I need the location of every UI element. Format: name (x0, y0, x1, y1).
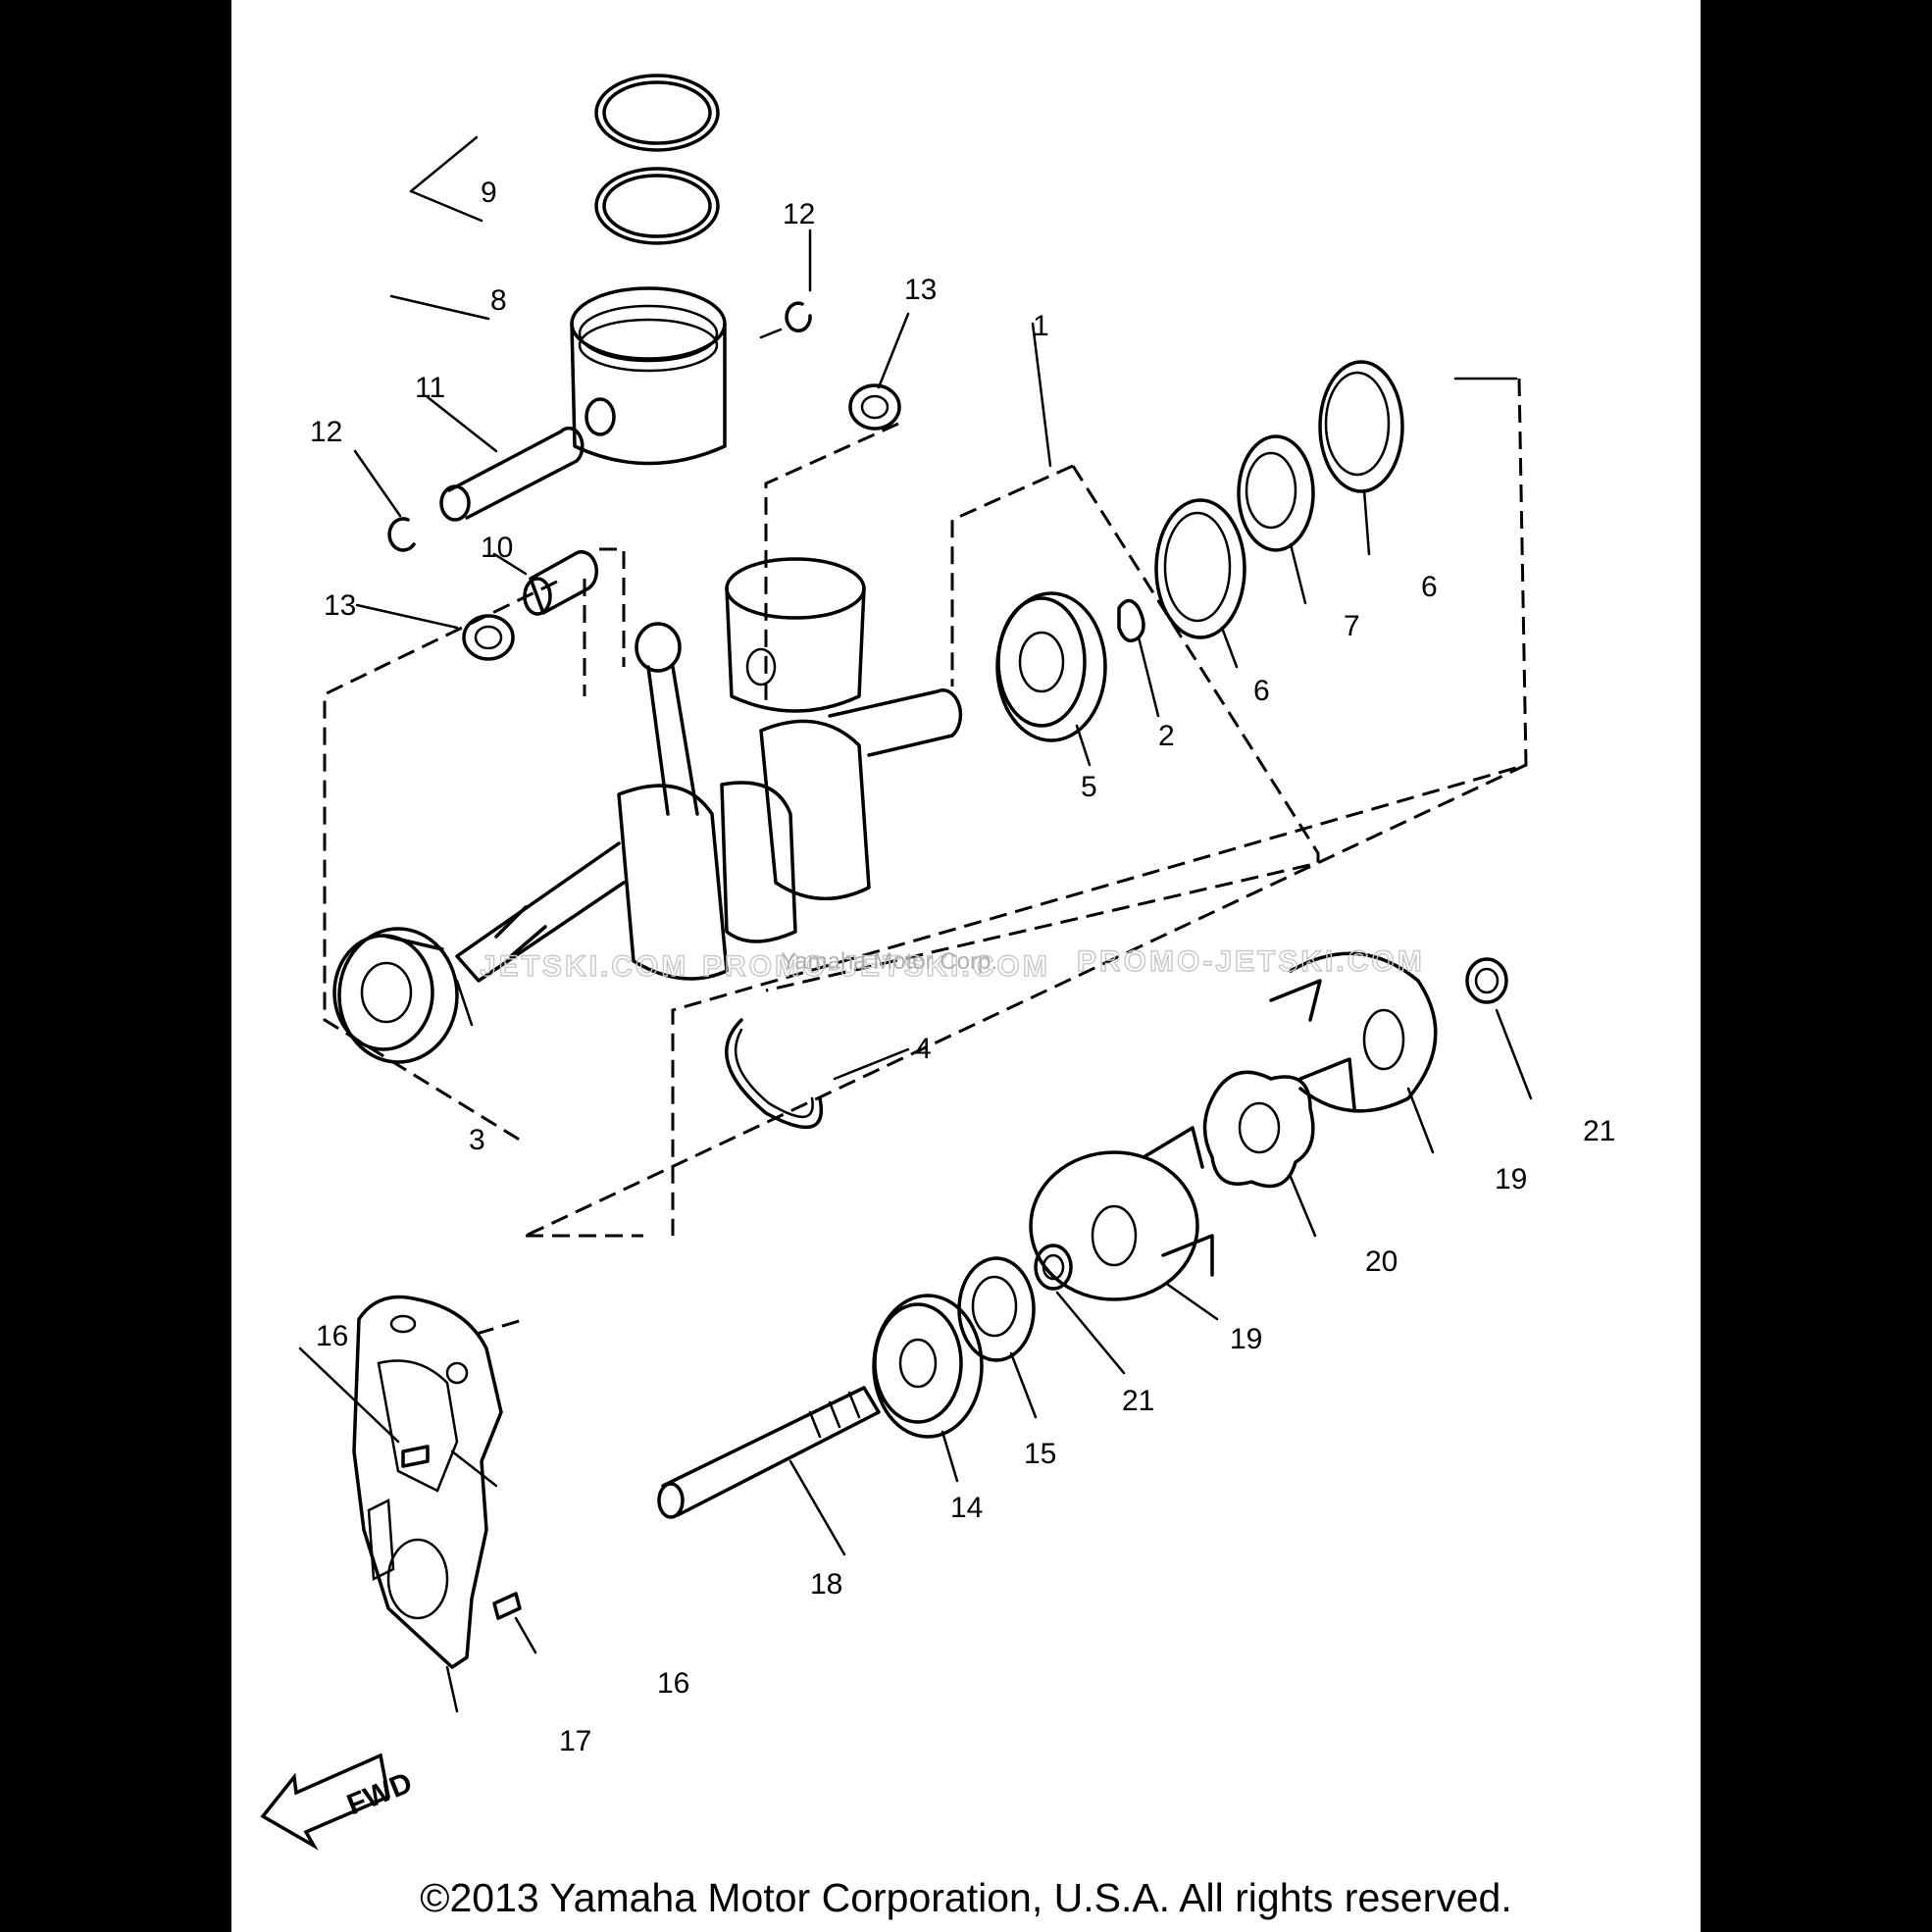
watermark-credit: Yamaha Motor Corp. (781, 948, 997, 975)
callout-12a: 12 (783, 198, 815, 230)
oil-seal-top (848, 312, 910, 431)
callout-10: 10 (481, 532, 513, 564)
callout-14: 14 (950, 1492, 983, 1524)
watermark-left: JETSKI.COM (480, 950, 688, 983)
callout-16a: 16 (316, 1320, 348, 1352)
piston-rings (409, 74, 720, 245)
watermark-middle: PROMO-JETSKI.COM (702, 950, 1050, 983)
callout-2: 2 (1158, 720, 1175, 752)
callout-6a: 6 (1253, 675, 1270, 707)
callout-labels: 1 2 3 4 5 6 6 7 8 9 10 11 12 12 13 13 14… (310, 177, 1615, 1757)
piston-pin (426, 395, 585, 522)
copyright-notice: ©2013 Yamaha Motor Corporation, U.S.A. A… (420, 1875, 1512, 1920)
callout-3: 3 (469, 1124, 485, 1156)
callout-16b: 16 (657, 1667, 689, 1700)
callout-1: 1 (1033, 310, 1049, 342)
callout-12b: 12 (310, 416, 342, 448)
piston (389, 286, 727, 466)
callout-19b: 19 (1495, 1163, 1527, 1195)
callout-21a: 21 (1122, 1385, 1154, 1417)
callout-8: 8 (490, 284, 507, 317)
watermark-right: PROMO-JETSKI.COM (1077, 945, 1425, 978)
exploded-parts-diagram: FWD 1 2 3 4 5 6 6 7 8 9 10 11 12 12 13 1… (260, 74, 1615, 1851)
callout-6b: 6 (1421, 571, 1438, 603)
parts-diagram-sheet: FWD 1 2 3 4 5 6 6 7 8 9 10 11 12 12 13 1… (231, 0, 1701, 1932)
callout-17: 17 (559, 1725, 591, 1757)
callout-15: 15 (1024, 1438, 1056, 1470)
circlip-right (759, 229, 812, 339)
gasket-and-dowels (298, 1295, 537, 1713)
callout-13a: 13 (904, 274, 937, 306)
woodruff-key (1117, 598, 1160, 718)
callout-20: 20 (1365, 1246, 1398, 1278)
callout-13b: 13 (324, 589, 356, 622)
callout-21b: 21 (1583, 1115, 1615, 1147)
callout-5: 5 (1081, 771, 1097, 803)
drive-shaft-parts (657, 1256, 1038, 1556)
forward-direction-arrow: FWD (260, 1753, 417, 1851)
crankshaft-assembly (332, 557, 963, 1064)
callout-18: 18 (810, 1568, 842, 1601)
coupling-parts (1029, 951, 1533, 1375)
callout-11: 11 (415, 372, 445, 404)
retaining-ring (725, 1018, 910, 1130)
circlip-left (353, 449, 416, 552)
watermark: JETSKI.COM PROMO-JETSKI.COM PROMO-JETSKI… (479, 944, 1425, 983)
callout-7: 7 (1344, 610, 1360, 642)
main-bearing (995, 591, 1107, 767)
callout-19a: 19 (1230, 1323, 1262, 1355)
crank-seal-outer (1318, 360, 1404, 556)
end-bearing (1237, 434, 1315, 605)
oil-seal-left (355, 603, 515, 661)
crank-seal-inner (1154, 498, 1246, 669)
callout-4: 4 (915, 1033, 932, 1065)
callout-9: 9 (481, 177, 497, 209)
crankshaft-outline (323, 322, 1528, 1238)
